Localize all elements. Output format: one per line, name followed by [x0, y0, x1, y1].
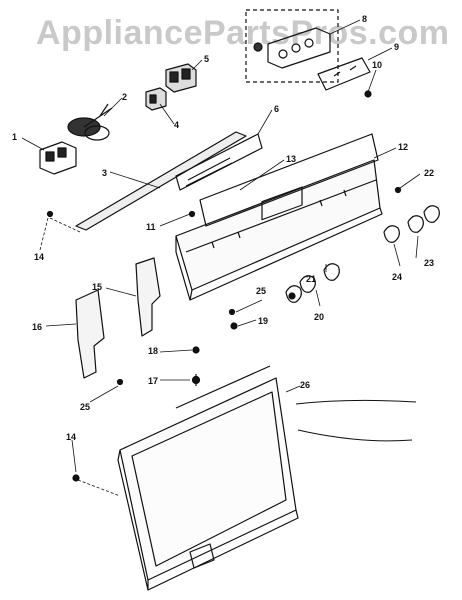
screw-part-25a	[228, 308, 236, 316]
wire-upper	[295, 399, 417, 405]
callout-8: 8	[362, 14, 367, 24]
callout-11: 11	[146, 222, 156, 232]
callout-14b: 14	[66, 432, 76, 442]
callout-2: 2	[122, 92, 127, 102]
callout-18: 18	[148, 346, 158, 356]
knob-part-23	[407, 205, 440, 233]
screw-part-19	[230, 322, 238, 330]
clock-module-box-part-8	[245, 9, 339, 83]
screw-part-22	[394, 186, 402, 194]
screw-part-11	[188, 210, 196, 218]
callout-15: 15	[92, 282, 102, 292]
knob-part-20b	[299, 275, 316, 293]
callout-20: 20	[314, 312, 324, 322]
screw-part-14b	[72, 474, 80, 482]
callout-1: 1	[12, 132, 17, 142]
control-panel-part-12	[175, 159, 383, 301]
callout-24: 24	[392, 272, 402, 282]
callout-3: 3	[102, 168, 107, 178]
callout-14a: 14	[34, 252, 44, 262]
screw-part-25b	[116, 378, 124, 386]
screw-part-18	[192, 346, 200, 354]
callout-26: 26	[300, 380, 310, 390]
watermark: AppliancePartsPros.com	[36, 14, 450, 52]
callout-4: 4	[174, 120, 179, 130]
callout-16: 16	[32, 322, 42, 332]
rear-panel-part-13	[199, 133, 379, 227]
callout-22: 22	[424, 168, 434, 178]
wire-lower	[297, 429, 413, 442]
callout-19: 19	[258, 316, 268, 326]
callout-10: 10	[372, 60, 382, 70]
callout-21: 21	[306, 274, 316, 284]
knob-part-21	[323, 263, 340, 281]
bracket-part-16	[75, 289, 105, 379]
callout-25b: 25	[80, 402, 90, 412]
callout-13: 13	[286, 154, 296, 164]
screw-part-14a	[46, 210, 54, 218]
timer-motor-part-2	[67, 103, 113, 141]
leader-lines	[21, 19, 421, 497]
callout-12: 12	[398, 142, 408, 152]
front-frame-part-26	[117, 365, 299, 591]
callout-17: 17	[148, 376, 158, 386]
bracket-part-15	[135, 257, 161, 337]
callout-23: 23	[424, 258, 434, 268]
overlay-part-9	[317, 57, 371, 91]
knob-part-20	[285, 285, 302, 303]
switch-part-5	[165, 63, 197, 93]
bracket-part-6	[175, 133, 263, 191]
clock-module-part-8	[253, 27, 331, 69]
callout-9: 9	[394, 42, 399, 52]
switch-part-1	[39, 141, 77, 175]
trim-strip-part-3	[75, 131, 247, 231]
screw-part-17	[191, 374, 201, 386]
knob-part-24	[383, 225, 400, 243]
callout-25a: 25	[256, 286, 266, 296]
callout-5: 5	[204, 54, 209, 64]
switch-part-4	[145, 87, 167, 111]
callout-6: 6	[274, 104, 279, 114]
